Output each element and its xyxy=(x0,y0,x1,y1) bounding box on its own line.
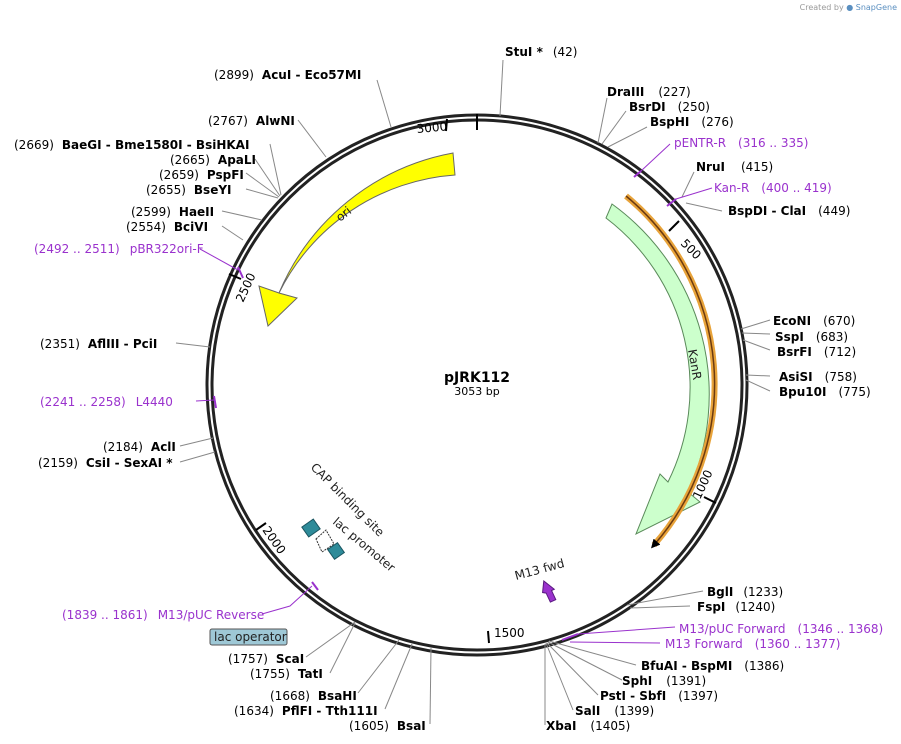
right-site-leaders xyxy=(499,59,771,725)
site-draiii: DraIII(227) xyxy=(607,85,691,99)
site-bspdi-clai: BspDI - ClaI(449) xyxy=(728,204,850,218)
site-bsai: (1605)BsaI xyxy=(349,719,426,733)
primer-m13-puc-reverse: (1839 .. 1861)M13/pUC Reverse xyxy=(62,608,264,622)
feature-kanr[interactable]: KanR xyxy=(605,203,710,536)
primer-pbr322ori-f: (2492 .. 2511)pBR322ori-F xyxy=(34,242,204,256)
feature-label-lac-operator: lac operator xyxy=(214,630,287,644)
left-site-leaders xyxy=(175,79,432,725)
site-haeii: (2599)HaeII xyxy=(131,205,214,219)
site-bseyi: (2655)BseYI xyxy=(146,183,232,197)
site-bsrdi: BsrDI(250) xyxy=(629,100,710,114)
primer-arc-kan-r-line xyxy=(625,195,716,549)
site-sspi: SspI(683) xyxy=(775,330,848,344)
feature-ori[interactable]: ori xyxy=(258,152,456,327)
primer-marks xyxy=(195,143,713,644)
site-bfuai-bspmi: BfuAI - BspMI(1386) xyxy=(641,659,784,673)
site-asisi: AsiSI(758) xyxy=(779,370,857,384)
site-pflfi-tth111i: (1634)PflFI - Tth111I xyxy=(234,704,378,718)
site-bsphi: BspHI(276) xyxy=(650,115,734,129)
site-stui: StuI *(42) xyxy=(505,45,577,59)
tick-label-1500: 1500 xyxy=(494,626,525,640)
site-pspfi: (2659)PspFI xyxy=(159,168,244,182)
site-bgli: BglI(1233) xyxy=(707,585,783,599)
credit-prefix: Created by xyxy=(799,3,844,12)
feature-label-m13-fwd: M13 fwd xyxy=(513,556,566,583)
scale-ticks xyxy=(228,118,717,644)
site-acli: (2184)AclI xyxy=(103,440,176,454)
tick-label-3000: 3000 xyxy=(416,119,448,136)
site-baegi: (2669)BaeGI - Bme1580I - BsiHKAI xyxy=(14,138,249,152)
site-afliii-pcii: (2351)AflIII - PciI xyxy=(40,337,157,351)
site-bpu10i: Bpu10I(775) xyxy=(779,385,871,399)
site-sali: SalI(1399) xyxy=(575,704,654,718)
right-site-labels: StuI *(42) DraIII(227) BsrDI(250) BspHI(… xyxy=(505,45,871,733)
plasmid-name: pJRK112 xyxy=(444,370,510,386)
primer-m13-forward: M13 Forward(1360 .. 1377) xyxy=(665,637,840,651)
site-scai: (1757)ScaI xyxy=(228,652,304,666)
primer-pentr-r: pENTR-R(316 .. 335) xyxy=(674,136,808,150)
credit-brand: SnapGene xyxy=(855,3,897,12)
snapgene-credit: Created by ● SnapGene xyxy=(800,3,897,12)
primer-l4440: (2241 .. 2258)L4440 xyxy=(40,395,173,409)
site-bsahi: (1668)BsaHI xyxy=(270,689,357,703)
feature-lac-promoter[interactable]: lac promoter xyxy=(315,515,398,575)
site-sphi: SphI(1391) xyxy=(622,674,706,688)
primer-m13-puc-forward: M13/pUC Forward(1346 .. 1368) xyxy=(679,622,883,636)
left-site-labels: (2899)AcuI - Eco57MI (2767)AlwNI (2669)B… xyxy=(14,68,426,733)
site-csii-sexai: (2159)CsiI - SexAI * xyxy=(38,456,173,470)
plasmid-length: 3053 bp xyxy=(454,385,499,398)
site-apali: (2665)ApaLI xyxy=(170,153,256,167)
site-fspi: FspI(1240) xyxy=(697,600,775,614)
primer-labels: pENTR-R(316 .. 335) Kan-R(400 .. 419) M1… xyxy=(34,136,883,651)
primer-kan-r: Kan-R(400 .. 419) xyxy=(714,181,832,195)
site-econi: EcoNI(670) xyxy=(773,314,855,328)
site-bcivi: (2554)BciVI xyxy=(126,220,208,234)
feature-label-kanr: KanR xyxy=(685,348,704,381)
site-alwni: (2767)AlwNI xyxy=(208,114,295,128)
feature-m13-fwd[interactable]: M13 fwd xyxy=(513,556,566,603)
site-psti-sbfi: PstI - SbfI(1397) xyxy=(600,689,718,703)
snapgene-logo-icon: ● xyxy=(846,3,854,12)
site-nrui: NruI(415) xyxy=(696,160,773,174)
site-xbai: XbaI(1405) xyxy=(546,719,630,733)
site-bsrfi: BsrFI(712) xyxy=(777,345,856,359)
feature-lac-operator[interactable]: lac operator xyxy=(209,628,288,646)
site-tati: (1755)TatI xyxy=(250,667,323,681)
site-acui-eco57mi: (2899)AcuI - Eco57MI xyxy=(214,68,361,82)
